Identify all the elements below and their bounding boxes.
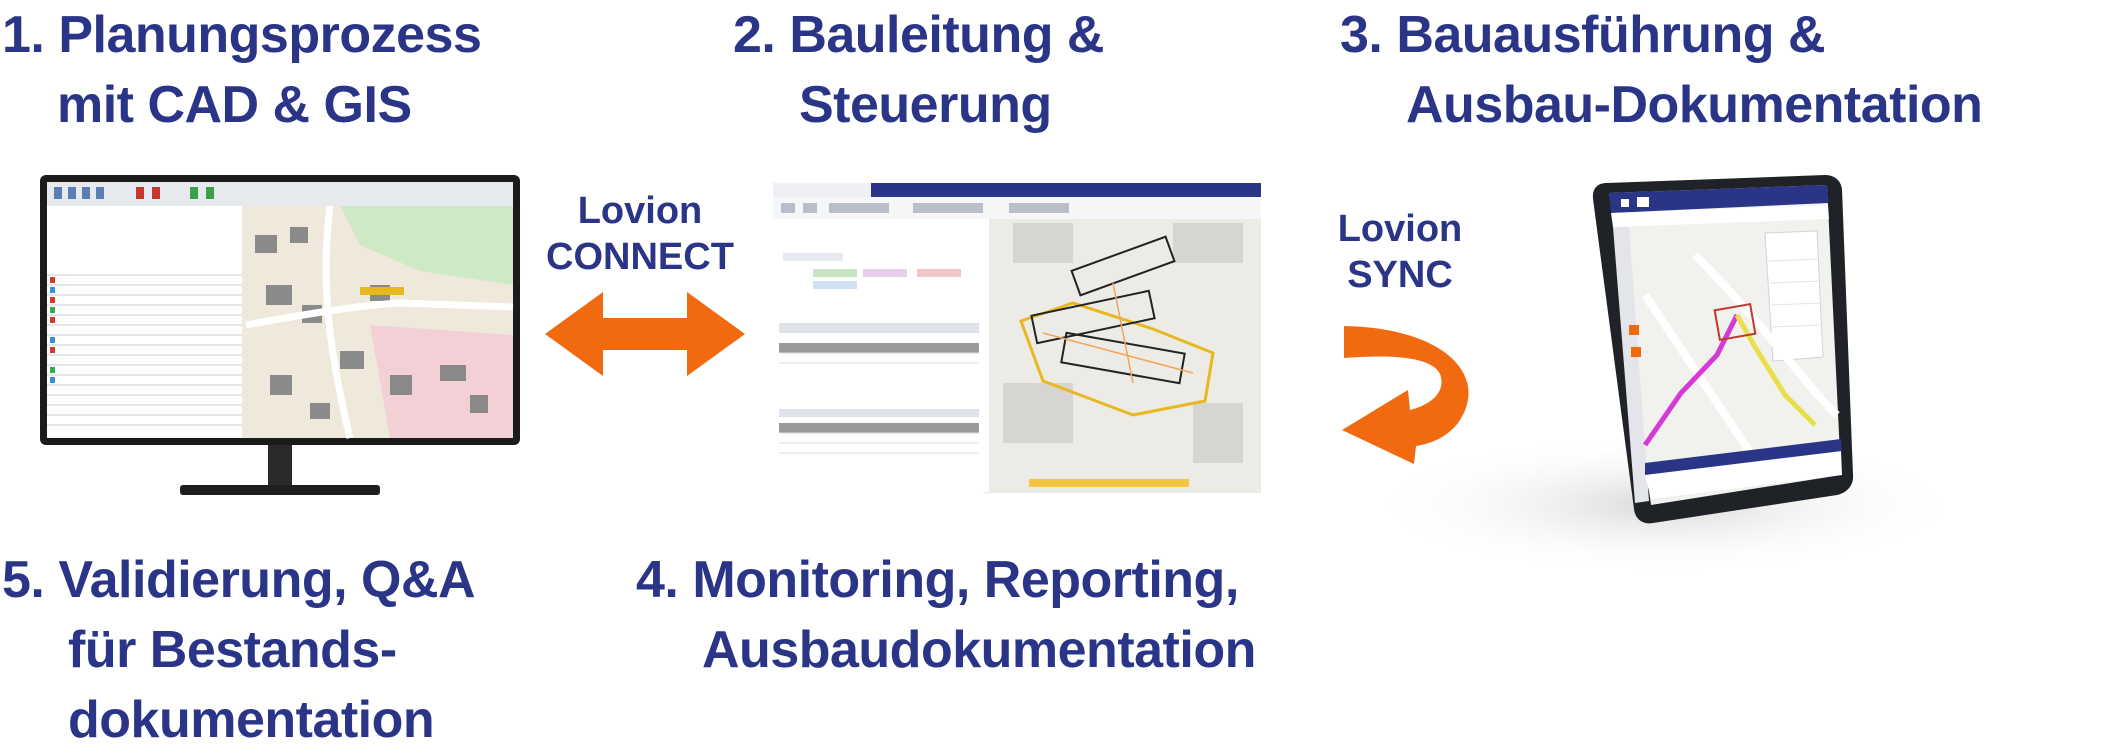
monitor-graphic bbox=[40, 175, 520, 495]
web-app-graphic bbox=[773, 183, 1261, 493]
tablet-graphic bbox=[1365, 175, 1965, 575]
step-3-heading: 3. Bauausführung & Ausbau-Dokumentation bbox=[1340, 0, 1983, 140]
double-arrow-icon bbox=[545, 292, 745, 376]
connect-line2: CONNECT bbox=[546, 236, 734, 278]
step-3-line1: 3. Bauausführung & bbox=[1340, 6, 1826, 64]
connect-line1: Lovion bbox=[577, 190, 703, 232]
step-2-heading: 2. Bauleitung & Steuerung bbox=[733, 0, 1104, 140]
step-2-line2: Steuerung bbox=[799, 76, 1052, 134]
step-3-line2: Ausbau-Dokumentation bbox=[1406, 76, 1983, 134]
desktop-monitor bbox=[40, 175, 520, 505]
step-5-line2: für Bestands- bbox=[68, 621, 397, 679]
step-5-heading: 5. Validierung, Q&A für Bestands- dokume… bbox=[2, 545, 476, 755]
step-2-line1: 2. Bauleitung & bbox=[733, 6, 1104, 64]
lovion-connect-label: Lovion CONNECT bbox=[540, 188, 740, 280]
step-4-line2: Ausbaudokumentation bbox=[702, 621, 1256, 679]
step-5-line1: 5. Validierung, Q&A bbox=[2, 551, 476, 609]
curved-arrow-icon bbox=[1342, 326, 1469, 464]
step-4-line1: 4. Monitoring, Reporting, bbox=[636, 551, 1239, 609]
step-1-heading: 1. Planungsprozess mit CAD & GIS bbox=[2, 0, 482, 140]
step-5-line3: dokumentation bbox=[68, 691, 435, 749]
sync-line1: Lovion bbox=[1337, 208, 1463, 250]
web-app-screenshot bbox=[773, 183, 1261, 493]
step-4-heading: 4. Monitoring, Reporting, Ausbaudokument… bbox=[636, 545, 1256, 685]
step-1-line2: mit CAD & GIS bbox=[57, 76, 412, 134]
tablet-device bbox=[1345, 175, 1965, 575]
lovion-sync-label: Lovion SYNC bbox=[1330, 206, 1470, 298]
step-1-line1: 1. Planungsprozess bbox=[2, 6, 482, 64]
sync-line2: SYNC bbox=[1347, 254, 1453, 296]
